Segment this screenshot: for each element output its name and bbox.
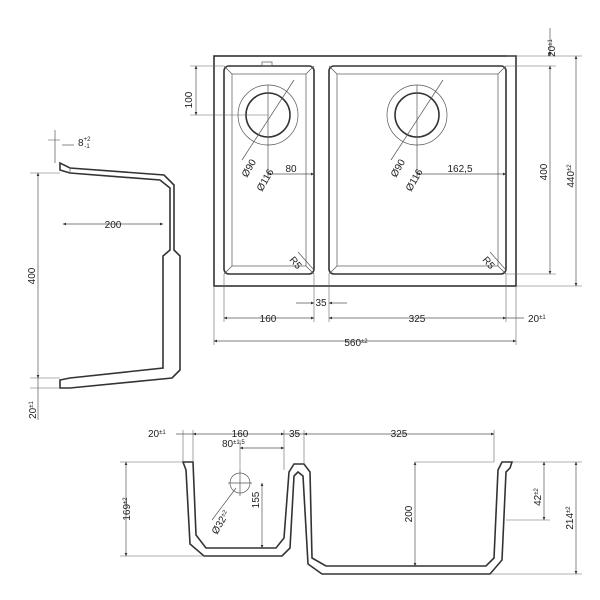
side-lip-label: 8+2-1 — [78, 137, 91, 150]
front-right-rim-label: 42±2 — [533, 487, 544, 505]
front-view: Ø32±2 20±1 160 35 325 80±1,5 155 200 — [120, 429, 582, 575]
right-drain-outer-label: Ø116 — [404, 167, 426, 193]
plan-left-bowl-width-label: 160 — [260, 314, 277, 325]
plan-divider-label: 35 — [315, 298, 327, 309]
front-left-bowl-label: 160 — [232, 429, 249, 440]
front-overflow-height-label: 155 — [251, 491, 262, 508]
plan-left-bowl-inner — [231, 73, 307, 267]
plan-rim-top-label: 20±1 — [547, 38, 558, 56]
front-total-height-label: 214±2 — [565, 506, 576, 530]
side-height-label: 400 — [27, 267, 38, 284]
plan-view: 100 80 162,5 Ø90 Ø116 Ø90 Ø116 R5 R5 20±… — [184, 28, 582, 349]
front-divider-label: 35 — [289, 429, 301, 440]
left-drain-inner-label: Ø90 — [240, 157, 259, 179]
side-view: 8+2-1 200 400 20±1 — [27, 130, 181, 420]
plan-right-drain-x-label: 162,5 — [447, 164, 472, 175]
plan-rim-right-label: 20±1 — [528, 314, 546, 325]
plan-radius-right-label: R5 — [480, 255, 497, 272]
plan-bowl-depth-label: 400 — [539, 163, 550, 180]
front-rim-label: 20±1 — [148, 429, 166, 440]
plan-left-drain-x-label: 80 — [285, 164, 297, 175]
right-drain-inner-label: Ø90 — [389, 157, 408, 179]
front-left-height-label: 169±2 — [122, 497, 133, 521]
side-inner-width-label: 200 — [105, 220, 122, 231]
plan-drain-offset-label: 100 — [184, 91, 195, 108]
front-overflow-hole-label: Ø32±2 — [210, 508, 233, 536]
side-profile — [59, 161, 181, 389]
plan-right-bowl-inner — [336, 73, 499, 267]
plan-total-depth-label: 440±2 — [566, 164, 577, 188]
plan-radius-left-label: R5 — [287, 255, 304, 272]
plan-right-bowl-width-label: 325 — [409, 314, 426, 325]
front-overflow-x-label: 80±1,5 — [222, 439, 245, 450]
plan-right-bowl — [328, 65, 507, 275]
front-right-depth-label: 200 — [404, 505, 415, 522]
side-bottom-rim-label: 20±1 — [28, 400, 39, 418]
plan-outer-rim — [213, 55, 517, 287]
plan-total-width-label: 560±2 — [344, 338, 368, 349]
front-right-bowl-label: 325 — [391, 429, 408, 440]
front-left-bowl — [181, 461, 514, 575]
left-drain-outer-label: Ø116 — [255, 167, 277, 193]
